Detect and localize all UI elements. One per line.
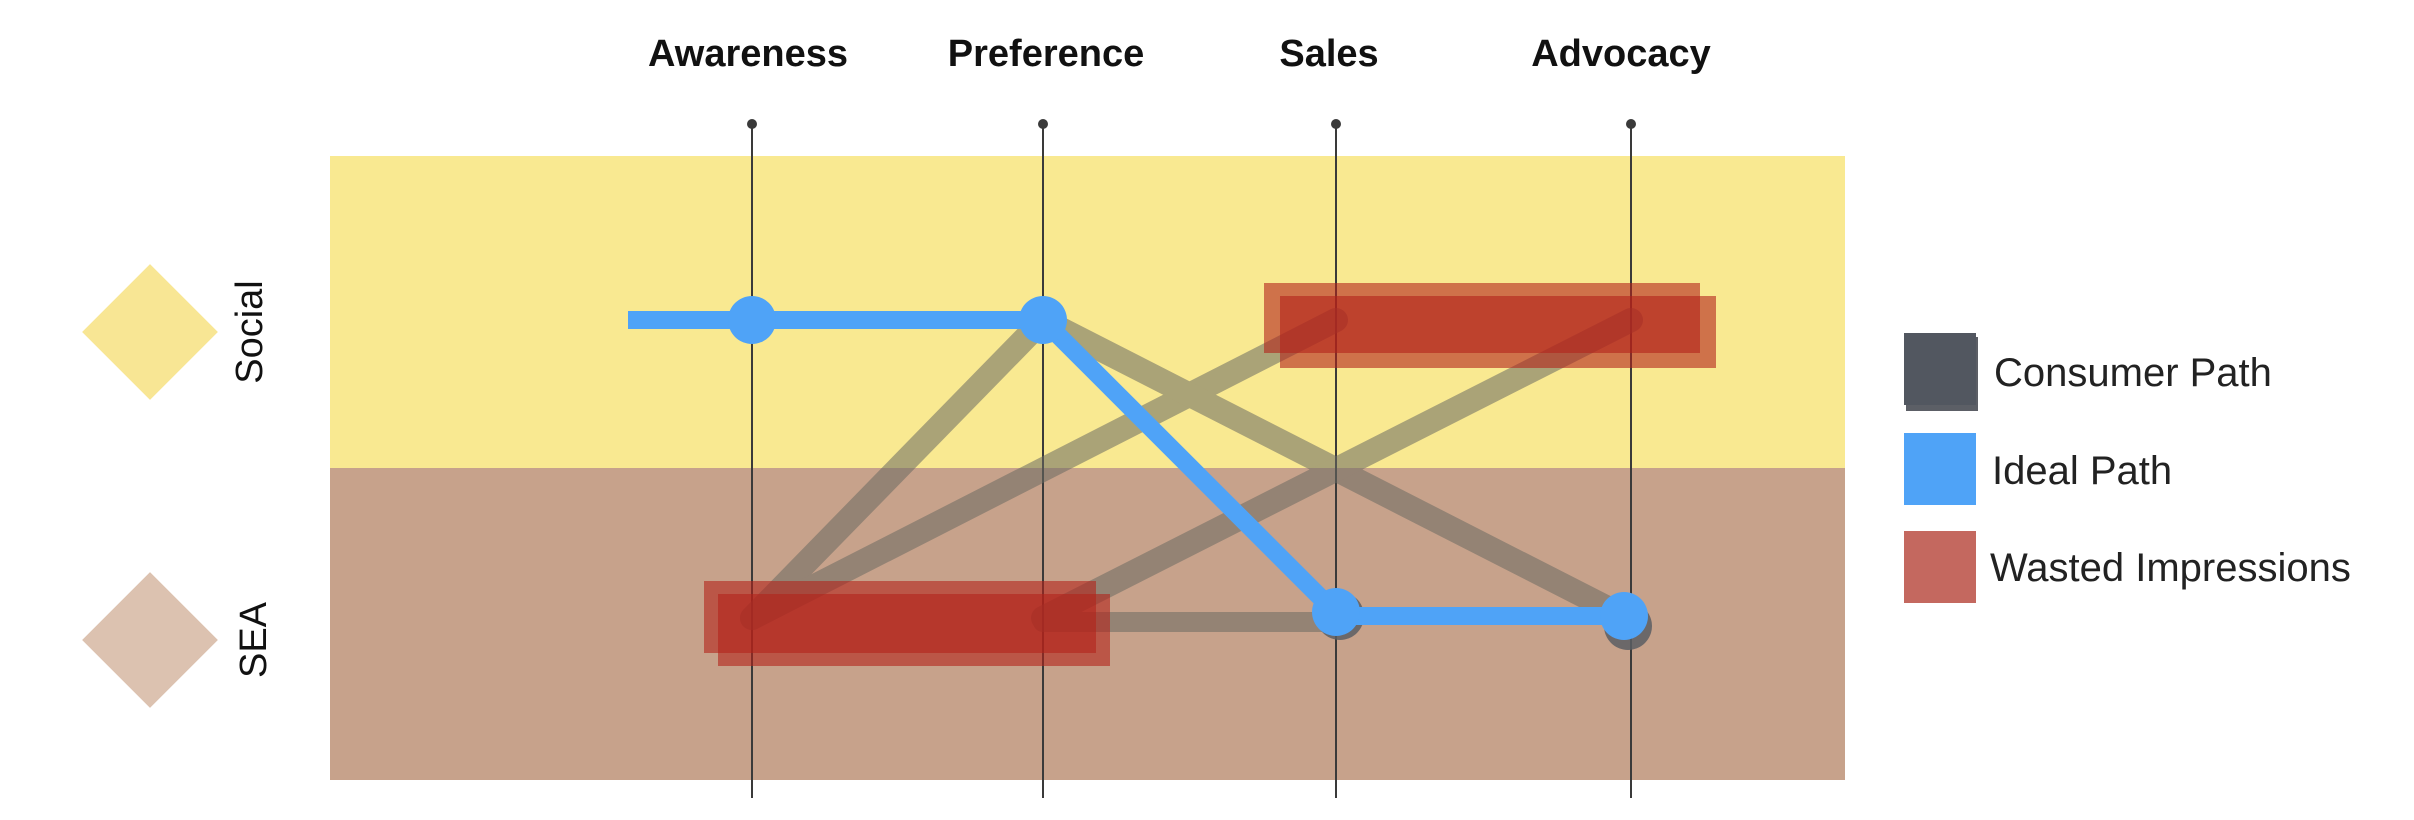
ideal-path-nodes — [728, 296, 1648, 640]
stage-label-advocacy: Advocacy — [1531, 33, 1711, 75]
consumer-path — [740, 308, 1643, 632]
legend-label-ideal: Ideal Path — [1992, 449, 2172, 493]
stage-label-awareness: Awareness — [648, 33, 848, 75]
legend-item-wasted-impressions: Wasted Impressions — [1904, 531, 2351, 603]
stage-label-sales: Sales — [1279, 33, 1378, 75]
lane-marker-social: Social — [82, 264, 271, 400]
consumer-path-segment — [740, 308, 1348, 630]
stage-line-dot — [1626, 119, 1636, 129]
consumer-path-segment — [740, 308, 1055, 630]
wasted-block-sea — [718, 594, 1110, 666]
lane-marker-sea: SEA — [82, 572, 275, 708]
lane-label-social: Social — [229, 280, 271, 384]
stage-line-dot — [747, 119, 757, 129]
legend-item-consumer-path: Consumer Path — [1904, 333, 2272, 411]
ideal-node — [1312, 588, 1360, 636]
legend-swatch-wasted — [1904, 531, 1976, 603]
legend-label-consumer: Consumer Path — [1994, 351, 2272, 395]
legend: Consumer Path Ideal Path Wasted Impressi… — [1904, 333, 2351, 603]
ideal-path-segment — [1036, 313, 1343, 620]
consumer-path-segment — [1031, 308, 1643, 630]
legend-swatch-ideal — [1904, 433, 1976, 505]
ideal-path — [628, 311, 1624, 625]
diamond-icon — [82, 264, 218, 400]
legend-swatch-consumer — [1904, 333, 1976, 405]
stage-line-dot — [1038, 119, 1048, 129]
ideal-node — [728, 296, 776, 344]
stage-label-preference: Preference — [948, 33, 1144, 75]
ideal-node — [1019, 296, 1067, 344]
lane-label-sea: SEA — [233, 601, 275, 678]
ideal-node — [1600, 592, 1648, 640]
wasted-impressions — [704, 283, 1716, 666]
legend-label-wasted: Wasted Impressions — [1990, 546, 2351, 590]
stage-line-dot — [1331, 119, 1341, 129]
wasted-block-social — [1280, 296, 1716, 368]
diamond-icon — [82, 572, 218, 708]
legend-item-ideal-path: Ideal Path — [1904, 433, 2172, 505]
